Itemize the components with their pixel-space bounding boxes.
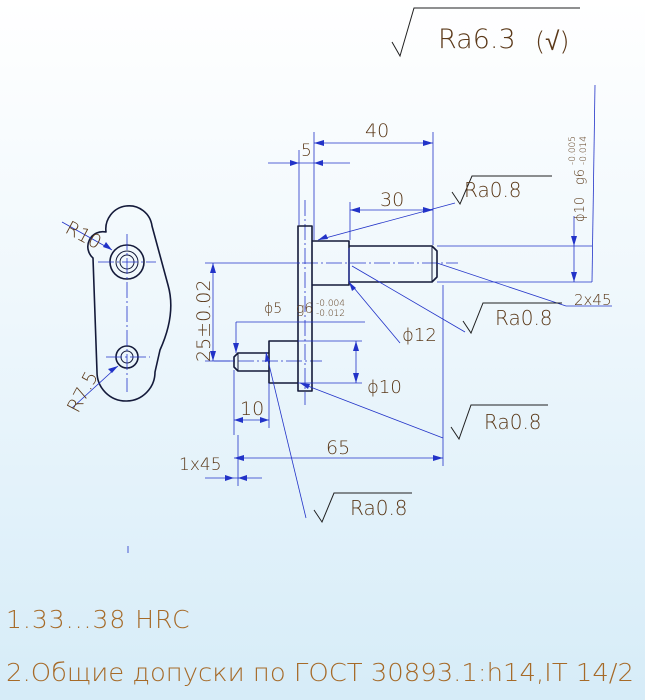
dimension-dia5-label: ϕ5	[264, 301, 282, 317]
dimension-30-label: 30	[380, 189, 404, 211]
radius-r75-label: R7.5	[63, 368, 103, 417]
chamfer-1x45-label: 1x45	[179, 455, 222, 475]
lever-side-view: R10 R7.5	[62, 205, 172, 553]
radius-r10-label: R10	[62, 217, 105, 254]
dimension-dia10-lower-label: ϕ10	[367, 377, 402, 398]
roughness-3-label: Ra0.8	[484, 410, 542, 434]
dimension-10-label: 10	[240, 398, 264, 420]
tolerance-left-upper: -0.004	[316, 299, 345, 309]
dimension-dia5: ϕ5 g6 -0.004 -0.012	[233, 299, 365, 353]
note-tolerances: 2.Общие допуски по ГОСТ 30893.1:h14,IT 1…	[6, 658, 634, 687]
roughness-mark-1: Ra0.8	[317, 175, 552, 241]
dimension-5: 5	[268, 141, 350, 225]
dimension-5-label: 5	[301, 141, 312, 161]
dimension-40-label: 40	[365, 120, 389, 142]
dimension-dia10-lower: ϕ10	[298, 340, 402, 398]
general-roughness-value: Ra6.3	[438, 24, 516, 55]
dimension-65: 65	[234, 285, 444, 466]
general-roughness-symbol: Ra6.3 (√)	[391, 7, 580, 58]
roughness-mark-4: Ra0.8	[265, 351, 412, 524]
dimension-25: 25±0.02	[193, 262, 300, 362]
dimension-25-label: 25±0.02	[193, 280, 215, 362]
tolerance-right-lower: -0.014	[579, 136, 589, 165]
dimension-dia12: ϕ12	[348, 248, 437, 346]
dimension-10: 10	[233, 370, 270, 435]
general-roughness-mark: (√)	[535, 27, 570, 57]
chamfer-2x45-label: 2x45	[574, 291, 612, 309]
roughness-mark-3: Ra0.8	[299, 382, 548, 441]
dimension-30: 30	[349, 189, 433, 240]
tolerance-left-lower: -0.012	[316, 309, 345, 319]
dimension-65-label: 65	[326, 437, 350, 459]
tolerance-right-base: g6	[573, 169, 588, 185]
dimension-40: 40	[313, 120, 434, 245]
roughness-2-label: Ra0.8	[495, 306, 553, 330]
roughness-4-label: Ra0.8	[350, 496, 408, 520]
tolerance-left-base: g6	[296, 301, 313, 317]
chamfer-2x45: 2x45	[436, 262, 612, 309]
roughness-1-label: Ra0.8	[464, 178, 522, 202]
tolerance-right-upper: -0.005	[568, 136, 578, 165]
dimension-dia10-right-label: ϕ10	[573, 197, 588, 222]
note-hardness: 1.33...38 HRC	[6, 605, 191, 634]
dimension-dia12-label: ϕ12	[402, 325, 437, 346]
chamfer-1x45: 1x45	[179, 435, 262, 486]
roughness-mark-2: Ra0.8	[351, 265, 562, 335]
dimension-dia10-right: ϕ10 g6 -0.005 -0.014	[437, 84, 596, 283]
